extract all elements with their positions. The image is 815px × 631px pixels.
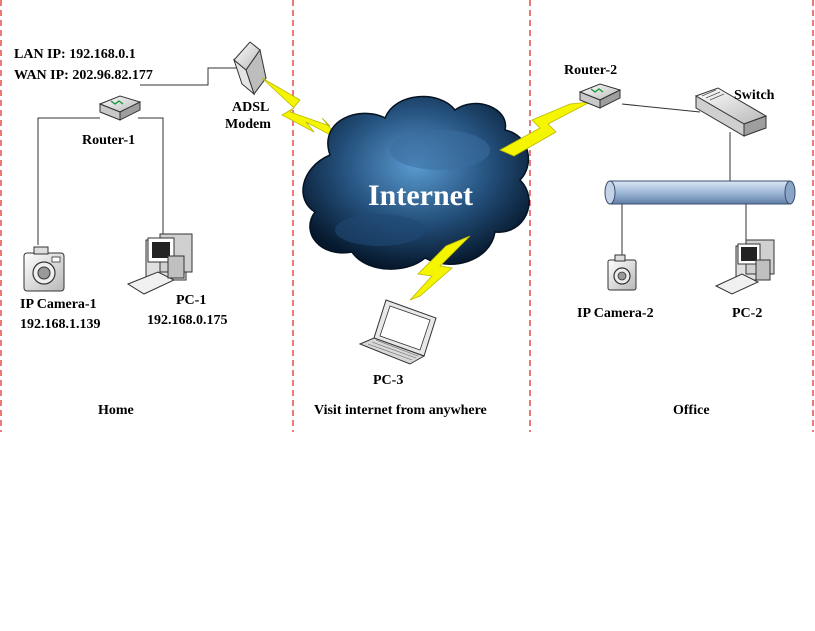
internet-cloud-icon: [302, 95, 530, 270]
pc-1-label: PC-1: [176, 293, 206, 308]
pc-2-label: PC-2: [732, 306, 762, 321]
zone-anywhere-label: Visit internet from anywhere: [314, 403, 487, 418]
ip-camera-1-ip: 192.168.1.139: [20, 317, 101, 332]
ip-camera-1-label: IP Camera-1: [20, 297, 97, 312]
router-2-label: Router-2: [564, 63, 617, 78]
router1-camera-wire: [37, 117, 100, 245]
lightning-internet-laptop-icon: [409, 235, 471, 301]
internet-label: Internet: [368, 179, 473, 212]
ip-camera-2-label: IP Camera-2: [577, 306, 654, 321]
router-2-icon: [578, 83, 622, 109]
lan-ip-label: LAN IP: 192.168.0.1: [14, 47, 136, 62]
office-wires: [621, 103, 747, 256]
router1-pc1-wire: [138, 117, 164, 235]
pc-1-ip: 192.168.0.175: [147, 313, 228, 328]
pc-1-icon: [126, 233, 193, 295]
lan-bus-icon: [604, 180, 796, 205]
lightning-modem-internet-icon: [261, 77, 341, 141]
pc-3-laptop-icon: [358, 299, 437, 365]
router-1-label: Router-1: [82, 133, 135, 148]
ip-camera-2-icon: [607, 254, 637, 291]
router-1-icon: [98, 95, 142, 121]
wan-ip-label: WAN IP: 202.96.82.177: [14, 68, 153, 83]
modem-label-line2: Modem: [225, 117, 271, 132]
zone-office-label: Office: [673, 403, 710, 418]
switch-icon: [694, 87, 768, 137]
router1-modem-wire: [140, 67, 240, 86]
home-wires: [37, 67, 240, 245]
pc-3-label: PC-3: [373, 373, 403, 388]
modem-label-line1: ADSL: [232, 100, 269, 115]
zone-dividers: [0, 0, 814, 432]
lightning-internet-router2-icon: [499, 101, 591, 157]
switch-label: Switch: [734, 88, 775, 103]
ip-camera-1-icon: [23, 246, 65, 292]
zone-home-label: Home: [98, 403, 134, 418]
router2-switch-wire: [621, 103, 701, 113]
pc-2-icon: [714, 239, 775, 295]
adsl-modem-icon: [232, 41, 267, 96]
